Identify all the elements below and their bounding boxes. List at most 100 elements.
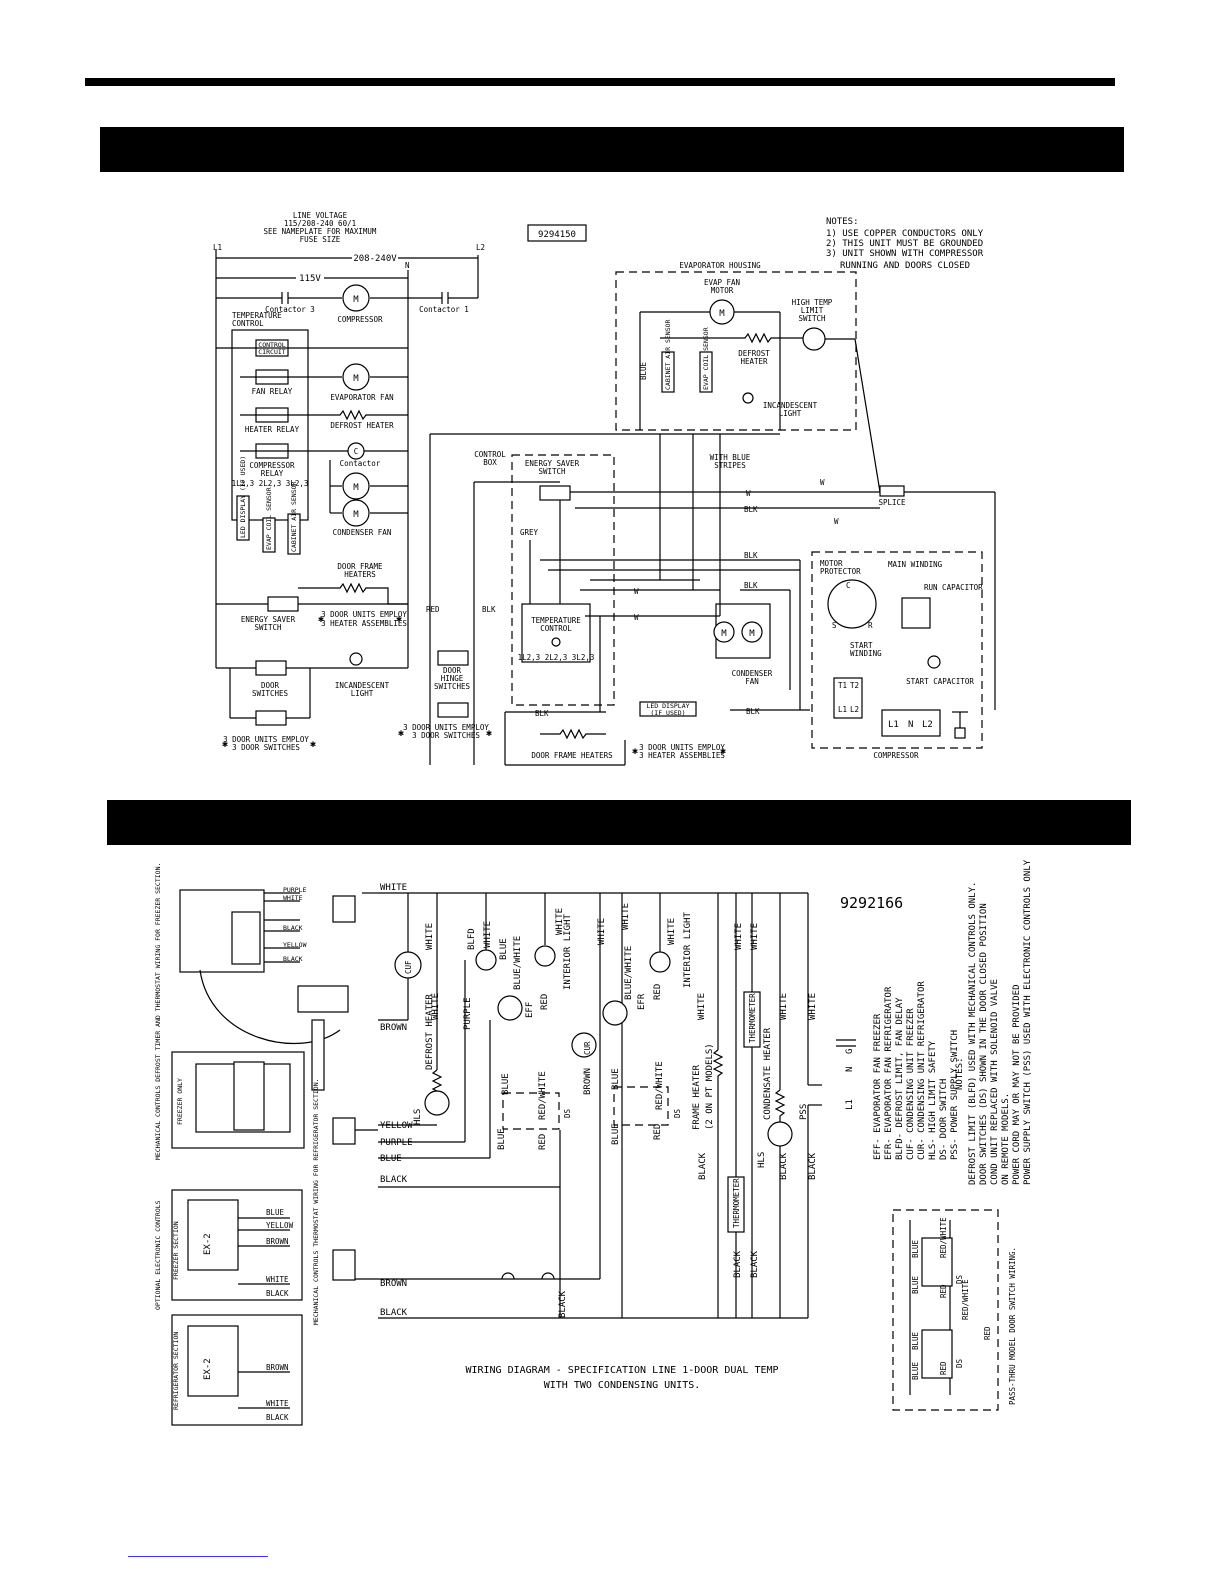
cuf-condensing-unit [394, 951, 422, 979]
high-temp-label: HIGH TEMP [792, 298, 833, 307]
motor-mark: M [353, 483, 359, 493]
white-label: WHITE [667, 918, 677, 945]
temperature-control-block [521, 603, 591, 663]
relay-terminal [332, 1117, 356, 1145]
incandescent-label: INCANDESCENT [335, 681, 390, 690]
freezer-mech-controls-inset [171, 1051, 305, 1149]
efr-evaporator-fan-refrigerator [602, 1000, 628, 1026]
timer-terminals [231, 911, 261, 965]
w-label: W [834, 517, 839, 526]
black-label: BLACK [733, 1250, 743, 1278]
wiring-harness: W BLK BLK BLK W W W W SPLICE BLK [529, 338, 996, 716]
condensate-heater-resistor [774, 1089, 786, 1122]
asterisk: ✱ [396, 614, 402, 625]
compressor-terminal-block [881, 709, 941, 737]
note-line: LINE VOLTAGE [293, 211, 348, 220]
note-item: 1) USE COPPER CONDUCTORS ONLY [826, 229, 984, 239]
led-display-label: LED DISPLAY (IF USED) [239, 456, 247, 538]
black-label: BLACK [698, 1152, 708, 1180]
red-white-label: RED/WHITE [939, 1217, 948, 1258]
white-label: WHITE [779, 993, 789, 1020]
energy-saver-label: ENERGY SAVER [241, 615, 296, 624]
heater-note: 3 DOOR UNITS EMPLOY [321, 610, 407, 619]
energy-saver-label: SWITCH [538, 467, 566, 476]
yellow-label: YELLOW [266, 1221, 294, 1230]
hls-high-limit-safety [767, 1121, 793, 1147]
ds-label: DS [673, 1108, 682, 1118]
incandescent-lamp [742, 392, 754, 404]
note-item: POWER CORD MAY OR MAY NOT BE PROVIDED [1012, 985, 1022, 1185]
red-label: RED [983, 1326, 992, 1340]
g-label: G [845, 1049, 855, 1054]
purple-label: PURPLE [283, 886, 307, 894]
motor-mark: M [721, 629, 727, 639]
side-label: OPTIONAL ELECTRONIC CONTROLS [154, 1200, 162, 1310]
white-label: WHITE [734, 923, 744, 950]
door-switch [255, 660, 287, 676]
blue-label: BLUE [611, 1123, 621, 1145]
w-label: W [634, 613, 639, 622]
door-frame-heater-resistor [540, 728, 606, 740]
door-hinge-label: HINGE [441, 674, 464, 683]
terminal-r: R [868, 621, 873, 630]
fan-relay-label: FAN RELAY [252, 387, 293, 396]
red-label: RED [540, 994, 550, 1010]
black-label: BLACK [808, 1152, 818, 1180]
condenser-fan-label: CONDENSER [732, 669, 773, 678]
white-label: WHITE [555, 908, 565, 935]
terminal-t1: T1 [838, 681, 847, 690]
compressor-housing [811, 551, 983, 749]
door-hinge-switch [437, 650, 469, 666]
blue-label: BLUE [499, 938, 509, 960]
side-label: FREEZER ONLY [176, 1078, 184, 1125]
blfd-defrost-limit [475, 949, 497, 971]
door-switch [921, 1329, 953, 1379]
footer-link-underline[interactable] [128, 1556, 268, 1557]
cur-label: CUR [583, 1041, 592, 1055]
red-white-label: RED/WHITE [538, 1071, 548, 1120]
efr-label: EFR [637, 993, 647, 1010]
legend-item: CUR- CONDENSING UNIT REFRIGERATOR [917, 981, 927, 1160]
compressor-label: COMPRESSOR [337, 315, 383, 324]
part-number: 9292166 [840, 894, 903, 912]
terminal-labels: 1L2,3 2L2,3 3L2,3 [232, 479, 309, 488]
white-label: WHITE [425, 923, 435, 950]
refrigerator-electronic-inset [171, 1314, 303, 1426]
white-label: WHITE [266, 1399, 289, 1408]
brown-label: BROWN [266, 1363, 289, 1372]
note-line: SEE NAMEPLATE FOR MAXIMUM [264, 227, 377, 236]
cabinet-air-sensor-box [661, 351, 675, 393]
control-circuit-label: CIRCUIT [258, 348, 285, 356]
side-label: MECHANICAL CONTROLS DEFROST TIMER AND TH… [154, 863, 162, 1160]
asterisk: ✱ [310, 739, 316, 750]
door-frame-heater-resistor [298, 582, 408, 605]
pass-thru-label: PASS-THRU MODEL DOOR SWITCH WIRING. [1008, 1247, 1017, 1405]
black-label: BLACK [266, 1413, 289, 1422]
door-switch-freezer [502, 1092, 560, 1130]
evap-coil-sensor-label: EVAP COIL SENSOR [702, 327, 710, 390]
led-display-box [236, 495, 250, 541]
yellow-label: YELLOW [283, 941, 307, 949]
hls-high-limit-safety [424, 1090, 450, 1116]
motor-mark: M [719, 309, 725, 319]
defrost-heater-label: DEFROST [738, 349, 770, 358]
red-label: RED [939, 1284, 948, 1298]
splice-label: SPLICE [878, 498, 906, 507]
frame-heater-resistor [712, 1049, 724, 1318]
note-item: COND UNIT REPLACED WITH SOLENOID VALVE [990, 979, 1000, 1185]
door-frame-heaters-label: DOOR FRAME [337, 562, 383, 571]
pass-thru-wiring: BLUE BLUE BLUE BLUE RED/WHITE RED RED/WH… [909, 1217, 992, 1395]
control-knob [551, 637, 561, 647]
temp-control-label: CONTROL [540, 624, 572, 633]
main-winding-label: MAIN WINDING [888, 560, 943, 569]
white-label: WHITE [266, 1275, 289, 1284]
motor-mark: M [749, 629, 755, 639]
voltage-115-label: 115V [299, 274, 321, 284]
evap-housing-label: EVAPORATOR HOUSING [679, 261, 761, 270]
blue-label: BLUE [266, 1208, 285, 1217]
door-hinge-label: DOOR [443, 666, 462, 675]
voltage-208-label: 208-240V [353, 254, 397, 264]
terminal-block [311, 1019, 325, 1091]
blk-label: BLK [744, 581, 758, 590]
